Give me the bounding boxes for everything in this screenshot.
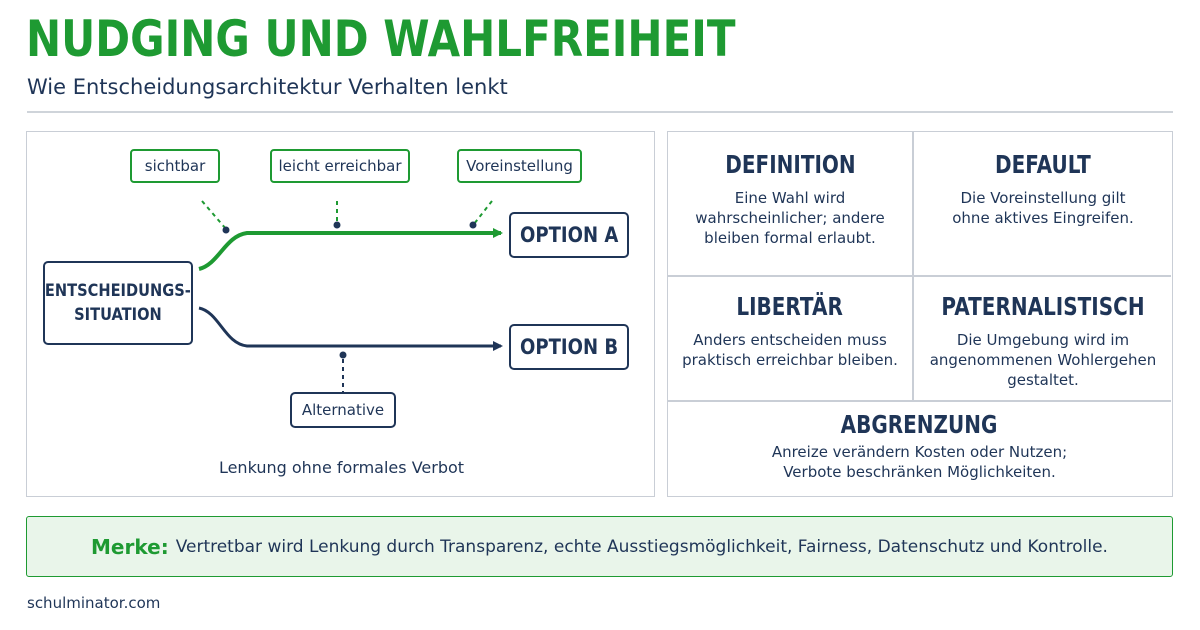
choice-diagram-panel: sichtbar leicht erreichbar Voreinstellun…	[26, 131, 655, 497]
concept-libertarian-title: LIBERTÄR	[736, 292, 844, 321]
concept-definition: DEFINITION Eine Wahl wird wahrscheinlich…	[668, 150, 912, 248]
concept-libertarian: LIBERTÄR Anders entscheiden muss praktis…	[668, 292, 912, 370]
concept-paternalistic: PATERNALISTISCH Die Umgebung wird im ang…	[914, 292, 1172, 390]
concept-definition-text: Eine Wahl wird wahrscheinlicher; andere …	[695, 189, 885, 247]
concept-default: DEFAULT Die Voreinstellung gilt ohne akt…	[914, 150, 1172, 228]
option-a-box: OPTION A	[509, 212, 629, 258]
page-title: NUDGING UND WAHLFREIHEIT	[26, 10, 736, 68]
concept-definition-title: DEFINITION	[724, 150, 856, 179]
key-takeaway-label: Merke:	[91, 534, 169, 559]
footer-site: schulminator.com	[27, 594, 161, 612]
option-b-label: OPTION B	[519, 335, 619, 359]
decision-situation-box: ENTSCHEIDUNGS- SITUATION	[43, 261, 193, 345]
concept-distinction: ABGRENZUNG Anreize verändern Kosten oder…	[668, 410, 1171, 482]
concept-paternalistic-title: PATERNALISTISCH	[941, 292, 1145, 321]
connector-default	[473, 200, 493, 225]
decision-label-line2: SITUATION	[74, 305, 162, 325]
concepts-grid: DEFINITION Eine Wahl wird wahrscheinlich…	[667, 131, 1173, 497]
tag-visible: sichtbar	[130, 149, 220, 183]
grid-divider-vertical	[912, 132, 914, 400]
option-a-label: OPTION A	[519, 223, 619, 247]
concept-distinction-title: ABGRENZUNG	[841, 410, 998, 439]
concept-distinction-text: Anreize verändern Kosten oder Nutzen; Ve…	[771, 443, 1068, 481]
concept-paternalistic-text: Die Umgebung wird im angenommenen Wohler…	[929, 331, 1157, 389]
concept-libertarian-text: Anders entscheiden muss praktisch erreic…	[682, 331, 898, 369]
header-divider	[27, 111, 1173, 113]
choice-diagram-lines	[198, 200, 503, 392]
grid-divider-horizontal-2	[668, 400, 1171, 402]
diagram-caption: Lenkung ohne formales Verbot	[218, 458, 465, 477]
tag-default-setting: Voreinstellung	[457, 149, 582, 183]
page-subtitle: Wie Entscheidungsarchitektur Verhalten l…	[27, 75, 508, 99]
decision-label-line1: ENTSCHEIDUNGS-	[45, 281, 191, 301]
path-to-option-b	[198, 306, 503, 351]
path-to-option-a	[198, 228, 503, 271]
grid-divider-horizontal-1	[668, 275, 1171, 277]
key-takeaway-box: Merke: Vertretbar wird Lenkung durch Tra…	[26, 516, 1173, 577]
tag-alternative: Alternative	[290, 392, 396, 428]
tag-easily-reachable: leicht erreichbar	[270, 149, 410, 183]
key-takeaway-text: Vertretbar wird Lenkung durch Transparen…	[175, 536, 1108, 557]
concept-default-title: DEFAULT	[995, 150, 1091, 179]
connector-visible	[201, 200, 227, 230]
concept-default-text: Die Voreinstellung gilt ohne aktives Ein…	[952, 189, 1134, 227]
option-b-box: OPTION B	[509, 324, 629, 370]
